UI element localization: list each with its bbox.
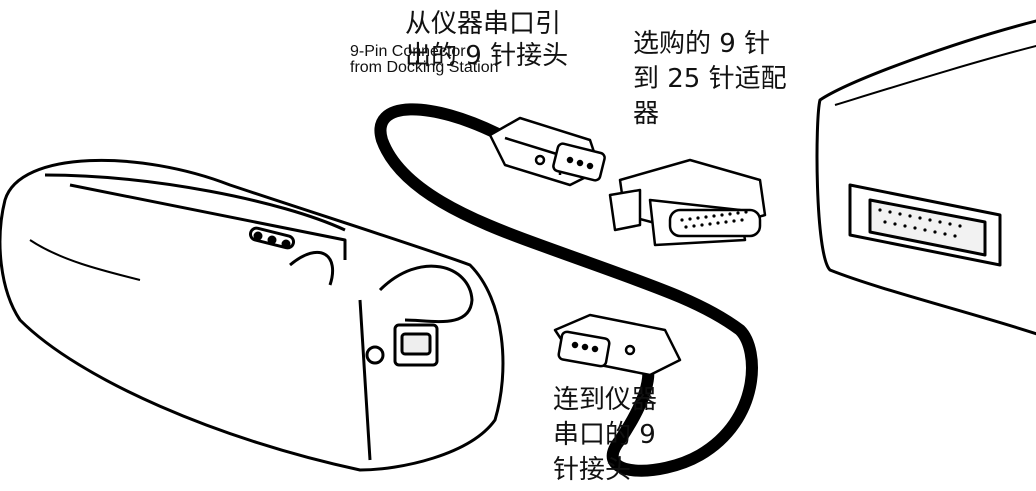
adapter-label-line3: 器 [633, 99, 660, 129]
bottom-label-line3: 针接头 [553, 455, 632, 485]
bottom-9-pin-connector [553, 313, 682, 377]
docking-station [0, 158, 505, 472]
top-label-cn-line1: 从仪器串口引 [405, 9, 562, 39]
bottom-label-line2: 串口的 9 [553, 420, 656, 450]
adapter-label-line2: 到 25 针适配 [633, 64, 787, 94]
top-label-cn-line2: 出的 9 针接头 [405, 41, 569, 71]
adapter-label-line1: 选购的 9 针 [633, 29, 771, 59]
top-label-en-line2: from Docking Station [350, 59, 499, 76]
serial-cable [374, 103, 758, 477]
bottom-label-line1: 连到仪器 [553, 385, 658, 415]
top-label-en-line1: 9-Pin Connector [350, 43, 466, 60]
9-to-25-pin-adapter [608, 158, 767, 247]
instrument-housing [815, 19, 1036, 336]
top-9-pin-connector [488, 116, 606, 187]
